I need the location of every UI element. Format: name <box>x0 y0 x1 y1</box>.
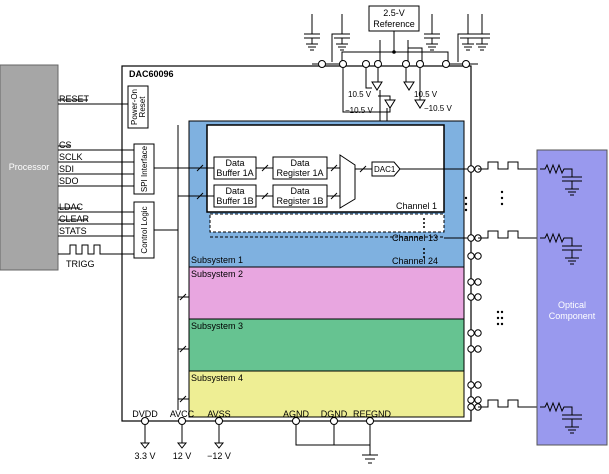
channel-wiring <box>178 164 471 239</box>
capacitor-ground-icon <box>460 14 476 51</box>
multiplexer <box>339 154 356 209</box>
pin-circle <box>467 403 475 411</box>
control-logic-label: Control Logic <box>140 206 149 253</box>
pin-avss: AVSS <box>207 409 230 419</box>
chip-name: DAC60096 <box>129 69 174 79</box>
optical-load-circuits <box>540 163 582 434</box>
pin-circle <box>474 252 482 260</box>
resistor-capacitor-icon <box>540 401 582 434</box>
subsystem-2-bg <box>188 266 465 320</box>
pin-circle <box>474 329 482 337</box>
pin-circle <box>467 396 475 404</box>
optical-line1: Optical <box>558 300 586 310</box>
bus-branches <box>178 293 189 403</box>
signal-ldac: LDAC <box>59 202 84 212</box>
signal-cs: CS <box>59 140 72 150</box>
reference-line1: 2.5-V <box>383 8 405 18</box>
data-register-1a-line2: Register 1A <box>276 168 323 178</box>
optical-component-block <box>536 149 608 446</box>
signal-clear: CLEAR <box>59 214 90 224</box>
power-on-reset-block <box>127 85 149 129</box>
data-buffer-1b-line2: Buffer 1B <box>216 196 253 206</box>
processor-signal-lines <box>58 99 134 255</box>
processor-block <box>0 64 59 271</box>
subsystem-4-bg <box>188 370 465 418</box>
pin-circle <box>474 381 482 389</box>
supply-avss-value: −12 V <box>207 451 231 461</box>
power-on-reset-line2: Reset <box>138 96 147 118</box>
signal-reset: RESET <box>59 94 90 104</box>
supply-arrows <box>139 442 225 449</box>
pin-circle <box>467 252 475 260</box>
signal-stats: STATS <box>59 226 87 236</box>
supply-pos-right: 10.5 V <box>414 90 438 99</box>
right-pins <box>467 165 482 411</box>
pin-circle <box>467 345 475 353</box>
data-buffer-1b-line1: Data <box>225 186 244 196</box>
resistor-capacitor-icon <box>540 163 582 196</box>
pin-circle <box>467 381 475 389</box>
top-capacitors <box>304 14 490 51</box>
optical-line2: Component <box>549 311 596 321</box>
output-waves <box>478 161 540 408</box>
pin-dvdd: DVDD <box>132 409 158 419</box>
capacitor-ground-icon <box>334 14 350 51</box>
reference-line2: Reference <box>373 19 415 29</box>
pin-refgnd: REFGND <box>353 409 392 419</box>
dac1 <box>371 161 401 177</box>
external-dots <box>464 190 504 326</box>
channel-13-box <box>209 213 445 233</box>
channel-1-label: Channel 1 <box>396 201 437 211</box>
pin-circle <box>474 293 482 301</box>
pin-circle <box>467 278 475 286</box>
channel-dots <box>423 218 425 258</box>
pin-agnd: AGND <box>283 409 310 419</box>
signal-sdi: SDI <box>59 164 74 174</box>
spi-interface-block <box>133 143 155 195</box>
channel-24-label: Channel 24 <box>392 256 438 266</box>
pin-circle <box>467 329 475 337</box>
reference-block <box>368 5 420 32</box>
supply-neg-left: −10.5 V <box>345 106 373 115</box>
signal-trigg: TRIGG <box>66 259 95 269</box>
data-register-1b-line1: Data <box>290 186 309 196</box>
pin-circle <box>474 345 482 353</box>
data-buffer-1a-line1: Data <box>225 158 244 168</box>
pin-avcc: AVCC <box>170 409 195 419</box>
pin-dgnd: DGND <box>321 409 348 419</box>
bottom-pins <box>141 417 378 464</box>
pin-circle <box>474 278 482 286</box>
supply-dvdd-value: 3.3 V <box>134 451 155 461</box>
pin-circle <box>474 396 482 404</box>
supply-neg-right: −10.5 V <box>424 104 452 113</box>
channel-13-label: Channel 13 <box>392 233 438 243</box>
capacitor-ground-icon <box>304 14 320 51</box>
pin-circle <box>467 234 475 242</box>
supply-avcc-value: 12 V <box>173 451 192 461</box>
power-on-reset-line1: Power-On <box>130 89 139 125</box>
pin-circle <box>467 293 475 301</box>
data-register-1b-line2: Register 1B <box>276 196 323 206</box>
reference-wiring <box>331 31 468 62</box>
data-register-1a-line1: Data <box>290 158 309 168</box>
subsystem-2-label: Subsystem 2 <box>191 269 243 279</box>
data-buffer-1a-line2: Buffer 1A <box>216 168 253 178</box>
subsystem-3-bg <box>188 318 465 372</box>
signal-sdo: SDO <box>59 176 79 186</box>
capacitor-ground-icon <box>474 14 490 51</box>
subsystem-1-label: Subsystem 1 <box>191 255 243 265</box>
dac1-label: DAC1 <box>374 165 396 174</box>
signal-sclk: SCLK <box>59 152 83 162</box>
pin-circle <box>467 165 475 173</box>
capacitor-ground-icon <box>424 14 440 51</box>
top-pins <box>312 60 478 68</box>
processor-label: Processor <box>9 162 50 172</box>
supply-pos-left: 10.5 V <box>348 90 372 99</box>
resistor-capacitor-icon <box>540 232 582 265</box>
subsystem-4-label: Subsystem 4 <box>191 373 243 383</box>
spi-interface-label: SPI Interface <box>140 145 149 192</box>
subsystem-3-label: Subsystem 3 <box>191 321 243 331</box>
